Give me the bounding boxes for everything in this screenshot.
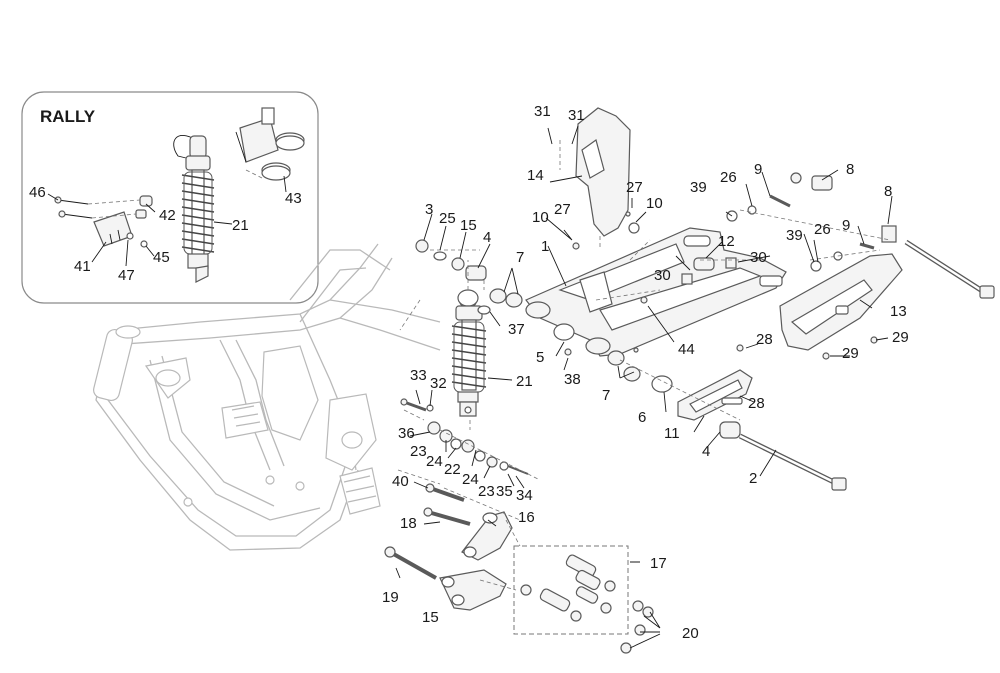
callout-23-right: 23 bbox=[478, 483, 495, 500]
callout-32: 32 bbox=[430, 375, 447, 392]
callout-2: 2 bbox=[749, 470, 757, 487]
reservoir-clamps bbox=[245, 132, 305, 181]
callout-18: 18 bbox=[400, 515, 417, 532]
callout-31-left: 31 bbox=[534, 103, 551, 120]
callout-20: 20 bbox=[682, 625, 699, 642]
callout-28-lower: 28 bbox=[748, 395, 765, 412]
rear-fender bbox=[559, 107, 631, 248]
callout-7-lower: 7 bbox=[602, 387, 610, 404]
callout-44: 44 bbox=[678, 341, 695, 358]
callout-27-left: 27 bbox=[554, 201, 571, 218]
rally-inset: RALLY bbox=[21, 91, 319, 304]
callout-21-rally: 21 bbox=[232, 217, 249, 234]
callout-15-lower: 15 bbox=[422, 609, 439, 626]
callout-34: 34 bbox=[516, 487, 533, 504]
rally-reservoir bbox=[235, 107, 279, 163]
callout-39-right: 39 bbox=[786, 227, 803, 244]
callout-15-upper: 15 bbox=[460, 217, 477, 234]
chain-slider bbox=[677, 369, 753, 421]
callout-11: 11 bbox=[664, 425, 680, 442]
linkage-bolts bbox=[384, 398, 471, 580]
callout-10-left: 10 bbox=[532, 209, 549, 226]
motorcycle-frame bbox=[93, 243, 441, 551]
callout-9-right: 9 bbox=[842, 217, 850, 234]
callout-24-left: 24 bbox=[426, 453, 443, 470]
callout-24-right: 24 bbox=[462, 471, 479, 488]
callout-5: 5 bbox=[536, 349, 544, 366]
callout-28-upper: 28 bbox=[756, 331, 773, 348]
callout-4-upper: 4 bbox=[483, 229, 491, 246]
callout-21-main: 21 bbox=[516, 373, 533, 390]
rally-shock-absorber bbox=[173, 135, 215, 283]
chain-guard bbox=[779, 253, 903, 351]
callout-7-upper: 7 bbox=[516, 249, 524, 266]
callout-36: 36 bbox=[398, 425, 415, 442]
callout-43: 43 bbox=[285, 190, 302, 207]
callout-47: 47 bbox=[118, 267, 135, 284]
callout-30-left: 30 bbox=[654, 267, 671, 284]
callout-27-right: 27 bbox=[626, 179, 643, 196]
callout-39-upper: 39 bbox=[690, 179, 707, 196]
linkage-rocker bbox=[461, 511, 513, 561]
callout-9-upper: 9 bbox=[754, 161, 762, 178]
callout-22: 22 bbox=[444, 461, 461, 478]
callout-1: 1 bbox=[541, 238, 549, 255]
callout-45: 45 bbox=[153, 249, 170, 266]
callout-26-upper: 26 bbox=[720, 169, 737, 186]
callout-25: 25 bbox=[439, 210, 456, 227]
rally-inset-title: RALLY bbox=[40, 107, 96, 126]
rally-bracket bbox=[54, 195, 153, 248]
callout-10-right: 10 bbox=[646, 195, 663, 212]
callout-40: 40 bbox=[392, 473, 409, 490]
linkage-plate bbox=[439, 569, 507, 611]
callout-30-right: 30 bbox=[750, 249, 767, 266]
callout-33: 33 bbox=[410, 367, 427, 384]
callout-14: 14 bbox=[527, 167, 544, 184]
callout-31-right: 31 bbox=[568, 107, 585, 124]
callout-23-left: 23 bbox=[410, 443, 427, 460]
callout-13: 13 bbox=[890, 303, 907, 320]
callout-29-lower: 29 bbox=[842, 345, 859, 362]
callout-35: 35 bbox=[496, 483, 513, 500]
main-shock-absorber bbox=[451, 289, 487, 417]
nuts-20 bbox=[620, 600, 654, 654]
callout-19: 19 bbox=[382, 589, 399, 606]
callout-4-lower: 4 bbox=[702, 443, 710, 460]
callout-29-right: 29 bbox=[892, 329, 909, 346]
callout-46: 46 bbox=[29, 184, 46, 201]
callout-3: 3 bbox=[425, 201, 433, 218]
bearing-kit bbox=[513, 545, 629, 635]
callout-8-upper: 8 bbox=[846, 161, 854, 178]
callout-16: 16 bbox=[518, 509, 535, 526]
small-hardware bbox=[415, 172, 897, 475]
callout-26-right: 26 bbox=[814, 221, 831, 238]
callout-41: 41 bbox=[74, 258, 91, 275]
callout-37: 37 bbox=[508, 321, 525, 338]
callout-17: 17 bbox=[650, 555, 667, 572]
axles bbox=[738, 239, 995, 491]
callout-8-right: 8 bbox=[884, 183, 892, 200]
callout-6: 6 bbox=[638, 409, 646, 426]
callout-38: 38 bbox=[564, 371, 581, 388]
callout-12: 12 bbox=[718, 233, 735, 250]
callout-42: 42 bbox=[159, 207, 176, 224]
